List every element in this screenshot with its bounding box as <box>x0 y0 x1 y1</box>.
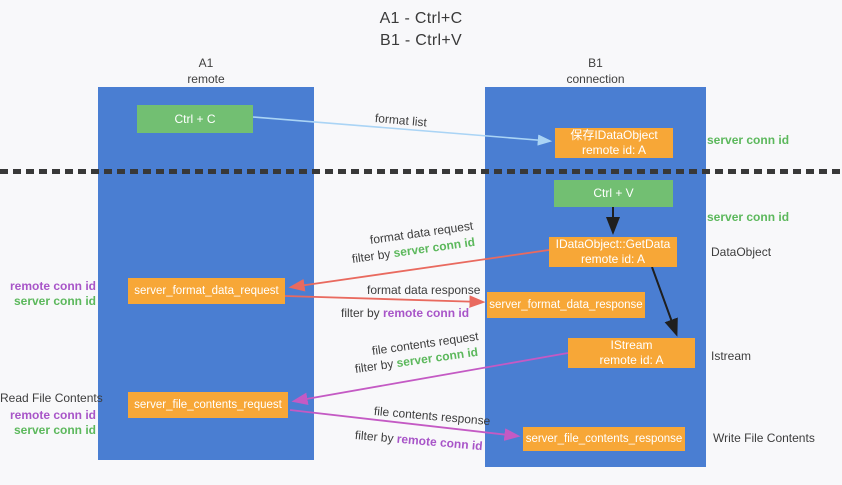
node-idataobject-getdata: IDataObject::GetData remote id: A <box>549 237 677 267</box>
left-conn-ids-format: remote conn id server conn id <box>0 279 96 309</box>
lane-header-a1: A1 remote <box>98 56 314 87</box>
format-list-label: format list <box>374 111 428 130</box>
istream-line1: IStream <box>610 338 653 352</box>
file-contents-response-label: file contents response <box>373 404 491 429</box>
node-save-idataobject: 保存IDataObject remote id: A <box>555 128 673 158</box>
istream-line2: remote id: A <box>599 353 664 367</box>
title-line-1: A1 - Ctrl+C <box>379 10 463 27</box>
node-server-format-data-response: server_format_data_response <box>487 292 645 318</box>
ctrl-c-label: Ctrl + C <box>174 111 216 126</box>
server-conn-id-side-mid: server conn id <box>707 210 790 224</box>
format-data-response-label: format data response <box>367 283 481 297</box>
dataobject-side-label: DataObject <box>711 245 772 259</box>
getdata-line1: IDataObject::GetData <box>555 237 671 251</box>
node-server-file-contents-response: server_file_contents_response <box>523 427 685 451</box>
filter-by-text: filter by <box>354 428 398 446</box>
lane-a1-subtitle: remote <box>187 71 225 86</box>
format-request-label: server_format_data_request <box>134 284 279 297</box>
file-request-label: server_file_contents_request <box>134 398 282 411</box>
left-conn-ids-file: remote conn id server conn id <box>0 408 96 438</box>
lane-header-b1: B1 connection <box>485 56 706 87</box>
server-conn-id-left-2: server conn id <box>13 423 96 437</box>
server-conn-id-left-1: server conn id <box>13 294 96 308</box>
node-server-format-data-request: server_format_data_request <box>128 278 285 304</box>
filter-by-remote-conn-id-label-1: filter by remote conn id <box>341 306 469 320</box>
node-istream: IStream remote id: A <box>568 338 695 368</box>
lane-b1-subtitle: connection <box>566 71 625 86</box>
lane-b1-title: B1 <box>588 56 603 70</box>
write-file-contents-label: Write File Contents <box>713 431 815 445</box>
remote-conn-id-left-1: remote conn id <box>9 279 96 293</box>
filter-by-text: filter by <box>354 356 398 376</box>
filter-by-text: filter by <box>341 306 384 320</box>
format-response-label: server_format_data_response <box>489 298 643 311</box>
filter-by-remote-conn-id-label-2: filter by remote conn id <box>354 428 483 453</box>
read-file-contents-label: Read File Contents <box>0 391 103 405</box>
remote-conn-id-left-2: remote conn id <box>9 408 96 422</box>
istream-side-label: Istream <box>711 349 752 363</box>
getdata-line2: remote id: A <box>580 252 646 266</box>
server-conn-id-side-top: server conn id <box>707 133 790 147</box>
node-ctrl-v: Ctrl + V <box>554 180 673 207</box>
diagram-title: A1 - Ctrl+C B1 - Ctrl+V <box>0 8 842 51</box>
title-line-2: B1 - Ctrl+V <box>380 31 462 49</box>
remote-conn-id-text: remote conn id <box>383 306 470 320</box>
save-idataobject-line1: 保存IDataObject <box>570 128 658 142</box>
divider-dashed <box>0 169 842 174</box>
lane-a1-title: A1 <box>198 56 214 70</box>
remote-conn-id-text: remote conn id <box>396 431 484 454</box>
node-server-file-contents-request: server_file_contents_request <box>128 392 288 418</box>
node-ctrl-c: Ctrl + C <box>137 105 253 133</box>
save-idataobject-line2: remote id: A <box>581 143 647 157</box>
ctrl-v-label: Ctrl + V <box>593 186 634 200</box>
filter-by-text: filter by <box>351 246 395 266</box>
file-response-label: server_file_contents_response <box>525 432 683 445</box>
